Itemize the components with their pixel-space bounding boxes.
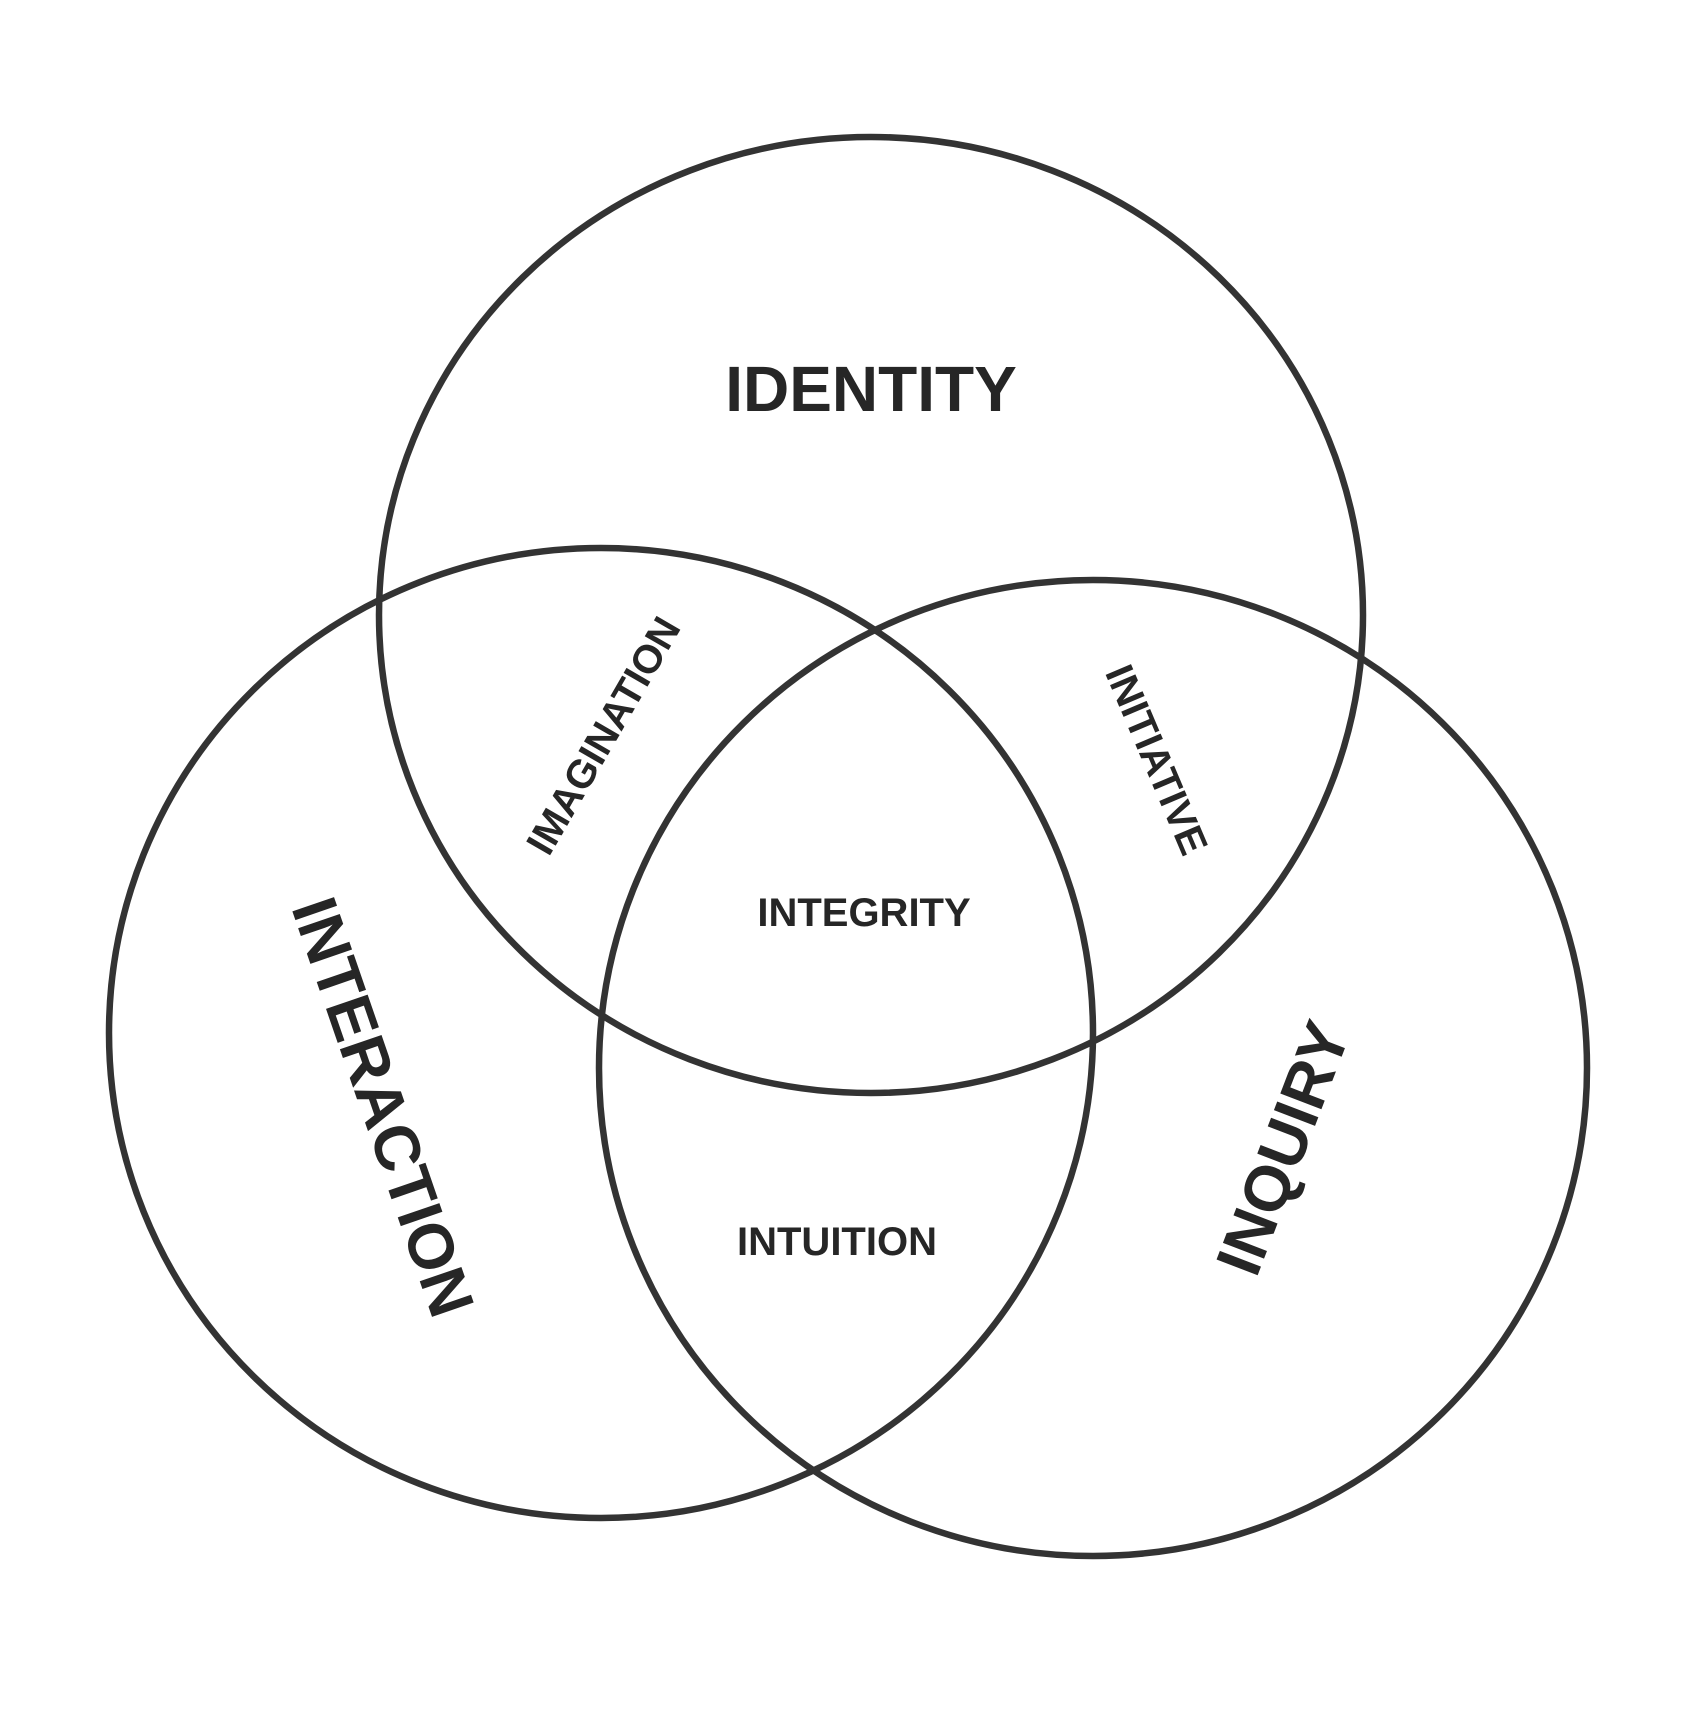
inquiry-label: INQUIRY [1202, 1012, 1364, 1285]
interaction-circle [105, 544, 1097, 1522]
intuition-label: INTUITION [737, 1220, 937, 1264]
identity-label: IDENTITY [725, 353, 1017, 425]
inquiry-circle [595, 576, 1591, 1560]
integrity-label: INTEGRITY [757, 891, 971, 935]
interaction-label: INTERACTION [278, 889, 488, 1326]
initiative-label: INITIATIVE [1096, 659, 1215, 862]
identity-circle [375, 133, 1367, 1097]
